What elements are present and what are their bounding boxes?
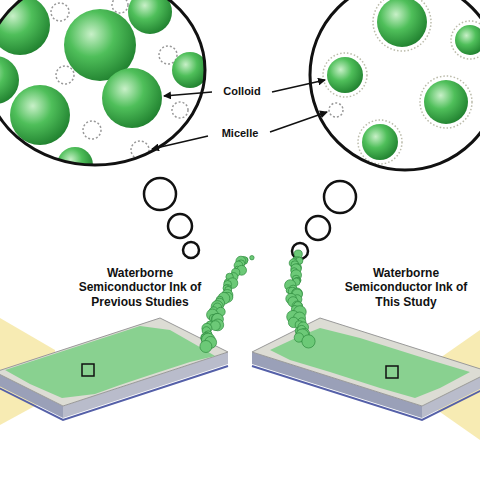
ellipse-border xyxy=(310,0,480,170)
colloid-label: Colloid xyxy=(207,85,277,98)
ink-droplet xyxy=(302,335,315,348)
dense-colloids xyxy=(0,0,208,183)
leader-lines xyxy=(152,80,327,149)
substrate-right xyxy=(252,318,480,420)
micelle-label: Micelle xyxy=(205,127,275,140)
ink-droplet xyxy=(200,341,212,353)
thought-bubbles xyxy=(144,178,356,259)
zoom-ellipse xyxy=(310,0,480,170)
dispersed-colloids xyxy=(323,0,480,164)
ink-label: Waterborne Semiconductor Ink of Previous… xyxy=(74,266,206,309)
ink-droplet xyxy=(250,256,254,260)
substrate-left xyxy=(0,318,228,420)
zoom-ellipse xyxy=(0,0,205,165)
ink-streams xyxy=(200,250,315,353)
ellipse-border xyxy=(0,0,205,165)
ink-label: Waterborne Semiconductor Ink of This Stu… xyxy=(338,266,474,309)
